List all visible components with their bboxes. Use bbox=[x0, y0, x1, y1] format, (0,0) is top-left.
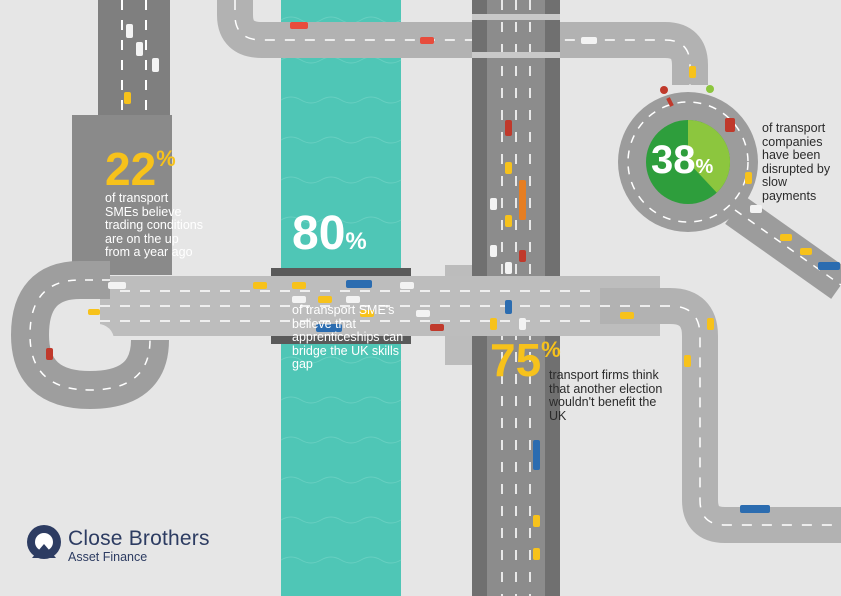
bridge-bottom bbox=[271, 336, 411, 344]
river-waves bbox=[280, 16, 402, 564]
stat-22-value: 22 bbox=[105, 143, 157, 195]
stat-80-unit: % bbox=[345, 228, 367, 255]
stat-75-value: 75 bbox=[490, 334, 542, 386]
cars bbox=[46, 22, 840, 560]
stat-22-unit: % bbox=[156, 146, 176, 171]
lane-top-curve bbox=[234, 0, 691, 85]
road-shadow-left bbox=[72, 115, 172, 275]
pie-slice-38 bbox=[688, 120, 731, 193]
lane-markings-horizontal bbox=[100, 290, 660, 322]
brand-sub: Asset Finance bbox=[68, 550, 148, 564]
stat-80: 80% of transport SME's believe that appr… bbox=[292, 210, 412, 372]
bridge-top bbox=[271, 268, 411, 276]
pie-38 bbox=[646, 120, 731, 204]
close-brothers-logo-icon bbox=[27, 525, 61, 559]
stat-38-text: of transport companies have been disrupt… bbox=[762, 121, 831, 203]
stat-80-text: of transport SME's believe that apprenti… bbox=[292, 303, 404, 371]
stat-22: 22% of transport SMEs believe trading co… bbox=[105, 146, 205, 260]
road-vertical-left bbox=[98, 0, 170, 115]
stat-80-value: 80 bbox=[292, 207, 346, 260]
stat-38: 38% bbox=[651, 138, 731, 183]
stat-38-value: 38 bbox=[651, 138, 696, 182]
stat-75-unit: % bbox=[541, 337, 561, 362]
stat-38-unit: % bbox=[695, 156, 714, 178]
stat-75-text: transport firms think that another elect… bbox=[549, 368, 663, 423]
stat-22-text: of transport SMEs believe trading condit… bbox=[105, 191, 203, 259]
brand-name: Close Brothers bbox=[68, 527, 210, 550]
stat-75: 75% bbox=[490, 337, 570, 383]
barrier bbox=[660, 85, 714, 107]
